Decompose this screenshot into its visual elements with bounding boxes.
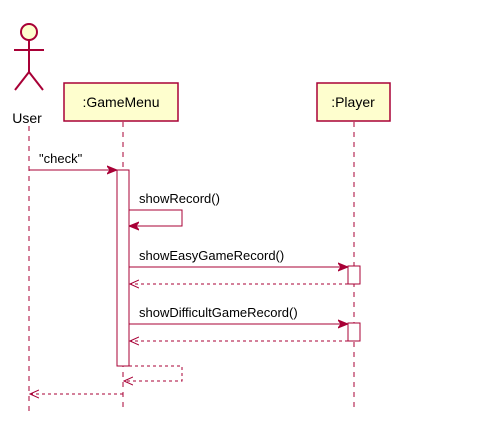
message-showrecord-arrow — [129, 209, 183, 226]
message-showrecord-label: showRecord() — [139, 191, 220, 206]
message-check-label: "check" — [39, 151, 83, 166]
message-showeasygamerecord-label: showEasyGameRecord() — [139, 248, 284, 263]
participant-gamemenu-label: :GameMenu — [82, 94, 159, 110]
participant-player-label: :Player — [331, 94, 375, 110]
participant-gamemenu: :GameMenu — [63, 82, 179, 122]
message-self-return-arrow — [124, 365, 183, 381]
actor-user-icon — [14, 23, 44, 91]
activation-gamemenu — [116, 169, 130, 367]
message-showdifficultgamerecord-label: showDifficultGameRecord() — [139, 305, 298, 320]
actor-user-label: User — [12, 110, 42, 126]
activation-player-2 — [347, 322, 361, 342]
activation-player-1 — [347, 265, 361, 285]
participant-player: :Player — [316, 82, 391, 122]
